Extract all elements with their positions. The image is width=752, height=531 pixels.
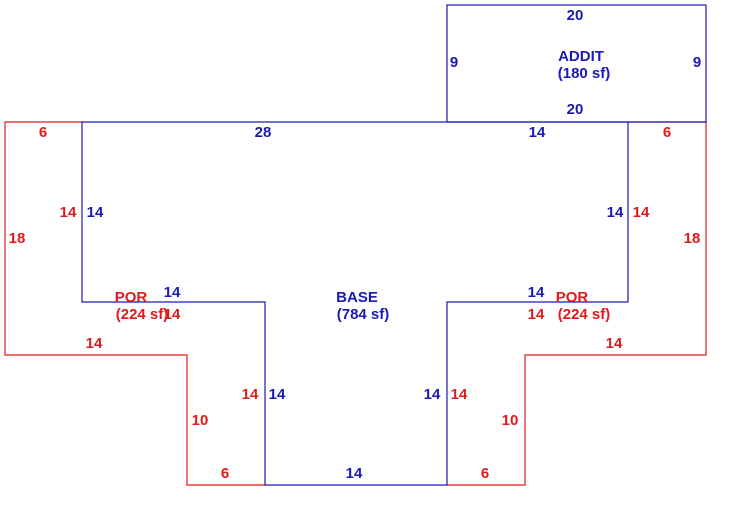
base-name: BASE (336, 289, 378, 306)
base-dim-inner-top-left: 14 (164, 284, 181, 301)
por-left-dim-wall: 14 (242, 386, 259, 403)
por-left-dim-mid: 14 (164, 306, 181, 323)
por-right-dim-mid: 14 (528, 306, 545, 323)
por-right-dim-lower: 10 (502, 412, 519, 429)
addit-name: ADDIT (558, 48, 604, 65)
addit-area: (180 sf) (558, 65, 611, 82)
por-right-dim-wall: 14 (451, 386, 468, 403)
base-dim-top-right: 14 (529, 124, 546, 141)
base-dim-right: 14 (607, 204, 624, 221)
por-right-name: POR (556, 289, 589, 306)
por-right-dim-inner: 14 (633, 204, 650, 221)
por-left-dim-outer: 18 (9, 230, 26, 247)
por-right-area: (224 sf) (558, 306, 611, 323)
base-dim-bottom: 14 (346, 465, 363, 482)
por-left-dim-top: 6 (39, 124, 47, 141)
por-left-area: (224 sf) (116, 306, 169, 323)
por-right-dim-top: 6 (663, 124, 671, 141)
por-left-dim-bottom: 6 (221, 465, 229, 482)
por-right-dim-bottom: 6 (481, 465, 489, 482)
por-right-dim-outer: 18 (684, 230, 701, 247)
por-left-dim-inner: 14 (60, 204, 77, 221)
por-left-outline (4, 121, 265, 486)
addit-dim-bottom: 20 (567, 101, 584, 118)
addit-dim-left: 9 (450, 54, 458, 71)
por-left-name: POR (115, 289, 148, 306)
por-right-dim-step: 14 (606, 335, 623, 352)
addit-outline (446, 4, 707, 123)
base-dim-left: 14 (87, 204, 104, 221)
base-dim-inner-top-right: 14 (528, 284, 545, 301)
base-area: (784 sf) (337, 306, 390, 323)
base-dim-inner-left: 14 (269, 386, 286, 403)
addit-dim-top: 20 (567, 7, 584, 24)
base-dim-inner-right: 14 (424, 386, 441, 403)
base-outline (81, 121, 629, 486)
base-dim-top-left: 28 (255, 124, 272, 141)
addit-dim-right: 9 (693, 54, 701, 71)
por-left-dim-step: 14 (86, 335, 103, 352)
por-left-dim-lower: 10 (192, 412, 209, 429)
